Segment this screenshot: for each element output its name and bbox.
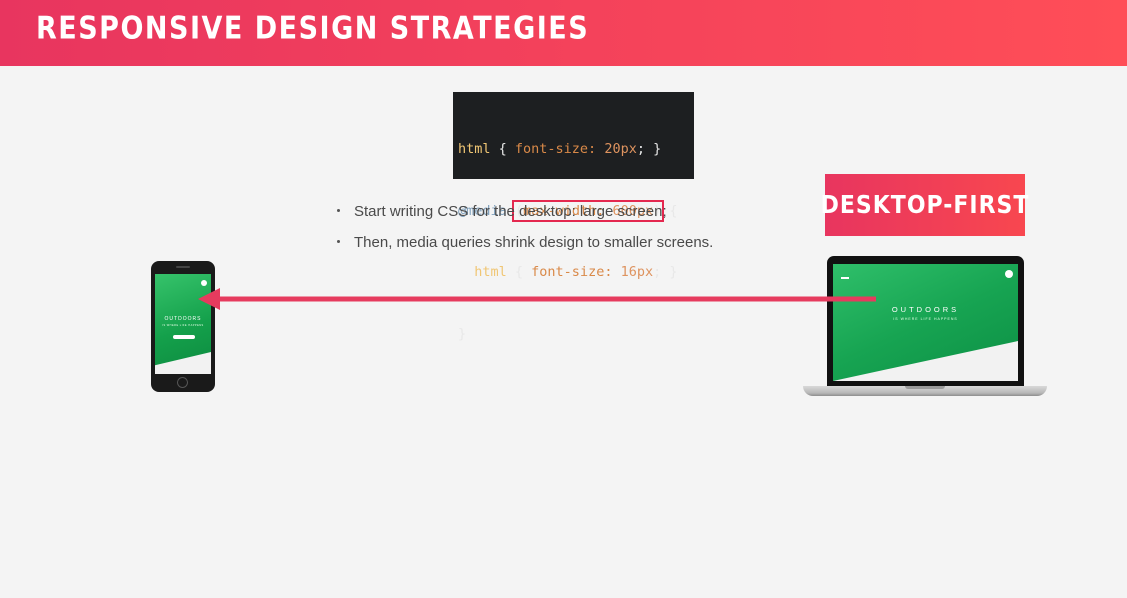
phone-screen: OUTDOORS IS WHERE LIFE HAPPENS xyxy=(155,274,211,374)
code-brace: ; } xyxy=(653,264,678,280)
bullet-dot-icon xyxy=(337,240,340,243)
laptop-base xyxy=(803,386,1047,396)
code-line-4: } xyxy=(458,324,694,345)
bullet-text: Start writing CSS for the desktop: large… xyxy=(354,203,667,220)
code-selector: html xyxy=(474,264,507,280)
code-property: max-width: xyxy=(523,202,605,219)
code-property: font-size: xyxy=(514,141,597,157)
phone-site-button xyxy=(173,335,195,339)
code-line-2: @media (max-width: 600px) { xyxy=(458,199,694,222)
phone-site-title: OUTDOORS xyxy=(164,316,202,322)
code-brace: { xyxy=(506,264,532,280)
code-property: font-size: xyxy=(531,264,613,280)
code-snippet: html { font-size: 20px; } @media (max-wi… xyxy=(453,92,694,342)
code-line-1: html { font-size: 20px; } xyxy=(458,139,694,160)
laptop-site-tagline: IS WHERE LIFE HAPPENS xyxy=(893,317,958,321)
close-icon xyxy=(1005,270,1013,278)
badge-label: DESKTOP-FIRST xyxy=(820,190,1030,220)
home-button-icon xyxy=(177,377,188,388)
code-at-rule: @media xyxy=(458,202,507,219)
close-icon xyxy=(201,280,207,286)
bullet-list: Start writing CSS for the desktop: large… xyxy=(337,203,713,265)
logo-icon xyxy=(841,271,849,279)
code-value: 16px xyxy=(612,264,654,280)
phone-speaker xyxy=(176,266,190,268)
slide-title: Responsive design strategies xyxy=(36,11,590,47)
media-query-highlight: (max-width: 600px) xyxy=(511,199,665,222)
code-brace: { xyxy=(661,202,678,219)
desktop-first-badge: DESKTOP-FIRST xyxy=(821,174,1028,236)
laptop-screen: OUTDOORS IS WHERE LIFE HAPPENS xyxy=(833,264,1018,381)
phone-mockup: OUTDOORS IS WHERE LIFE HAPPENS xyxy=(151,261,215,392)
code-paren: ) xyxy=(653,202,662,219)
code-value: 20px xyxy=(596,141,637,157)
code-brace: ; } xyxy=(636,141,662,157)
bullet-dot-icon xyxy=(337,209,340,212)
arrow-head xyxy=(198,288,220,310)
bullet-item: Start writing CSS for the desktop: large… xyxy=(337,203,713,234)
code-brace: } xyxy=(458,325,467,342)
laptop-mockup: OUTDOORS IS WHERE LIFE HAPPENS xyxy=(827,256,1024,386)
laptop-site-title: OUTDOORS xyxy=(891,305,960,314)
phone-site-tagline: IS WHERE LIFE HAPPENS xyxy=(162,324,204,327)
bullet-text: Then, media queries shrink design to sma… xyxy=(354,234,714,251)
code-line-3: html { font-size: 16px; } xyxy=(458,262,694,283)
bullet-item: Then, media queries shrink design to sma… xyxy=(337,234,713,265)
code-selector: html xyxy=(458,141,491,157)
code-paren: ( xyxy=(514,202,524,219)
laptop-notch xyxy=(905,386,945,389)
code-value: 600px xyxy=(604,202,654,219)
slide-header: Responsive design strategies xyxy=(0,0,1127,66)
code-brace: { xyxy=(490,141,515,157)
